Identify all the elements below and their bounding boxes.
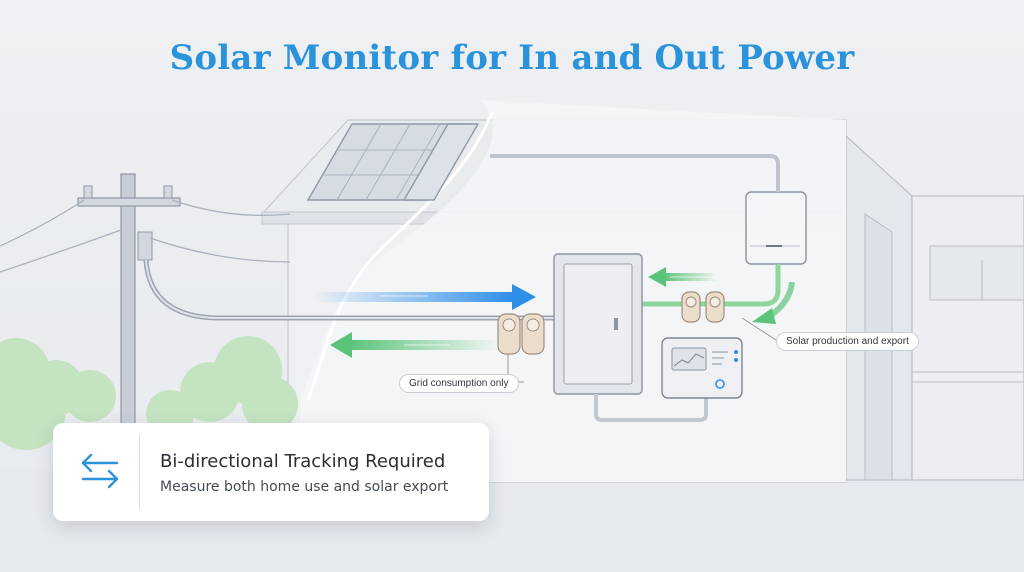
solar-production-label: Solar production and export: [776, 332, 919, 351]
card-divider: [139, 435, 140, 509]
energy-monitor-device: [661, 337, 743, 399]
cutaway-edge: [306, 111, 494, 401]
utility-pole: [77, 173, 181, 471]
card-subtitle: Measure both home use and solar export: [160, 479, 449, 495]
solar-inverter: [745, 191, 807, 265]
solar-panels: [306, 123, 480, 201]
solar-ct-clamps: [681, 291, 725, 323]
power-lines: [0, 199, 291, 273]
grid-ct-clamps: [497, 313, 545, 355]
solar-callout-leader: [741, 317, 777, 341]
bidirectional-arrows-icon: [81, 453, 119, 489]
solar-cable: [640, 264, 781, 307]
panel-inverter-conduit: [490, 154, 780, 192]
solar-export-arrows: [648, 267, 795, 324]
card-title: Bi-directional Tracking Required: [160, 451, 446, 472]
info-card: Bi-directional Tracking Required Measure…: [53, 423, 489, 521]
grid-import-arrow: [314, 284, 536, 310]
shrubs: [0, 336, 298, 450]
electrical-panel: [553, 253, 643, 395]
grid-export-arrow: [330, 332, 500, 358]
grid-consumption-label: Grid consumption only: [399, 374, 519, 393]
panel-monitor-conduit: [594, 394, 708, 422]
page-title: Solar Monitor for In and Out Power: [169, 38, 855, 78]
